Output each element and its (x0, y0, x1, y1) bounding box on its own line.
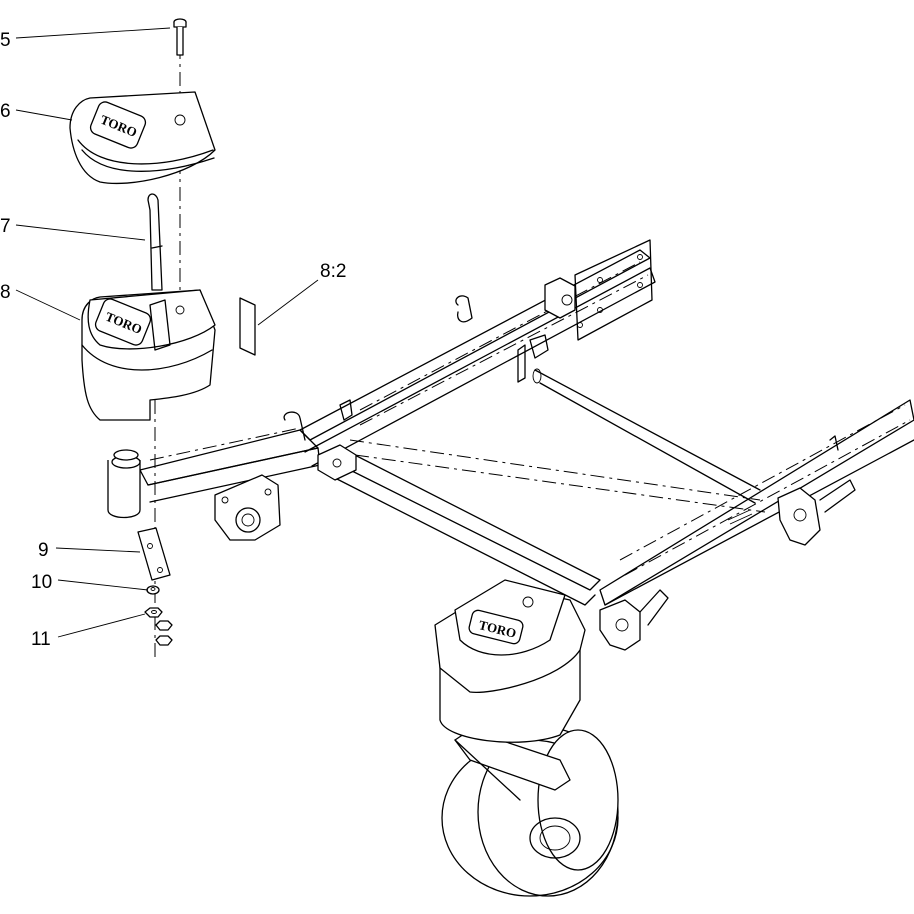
plate-part-9 (137, 527, 171, 581)
leader-lines (15, 27, 319, 638)
pin-part-7 (147, 193, 163, 291)
washer-part-10 (146, 585, 160, 595)
callout-7: 7 (0, 216, 11, 237)
callout-10: 10 (31, 572, 52, 593)
nut-part-11 (144, 607, 173, 646)
weight-part-8: TORO (81, 289, 256, 421)
mower-frame (139, 239, 914, 651)
installed-caster-assembly: TORO (434, 579, 619, 897)
callout-5: 5 (0, 30, 11, 51)
callout-11: 11 (31, 629, 51, 650)
bolt-part-5 (173, 18, 187, 56)
callout-6: 6 (0, 101, 11, 122)
callout-8-2: 8:2 (320, 261, 346, 282)
callout-8: 8 (0, 282, 11, 303)
callout-9: 9 (38, 540, 49, 561)
callout-labels: 5 6 7 8 8:2 9 10 11 (0, 30, 346, 650)
caster-stem (107, 449, 141, 519)
weight-part-6: TORO (69, 91, 216, 185)
